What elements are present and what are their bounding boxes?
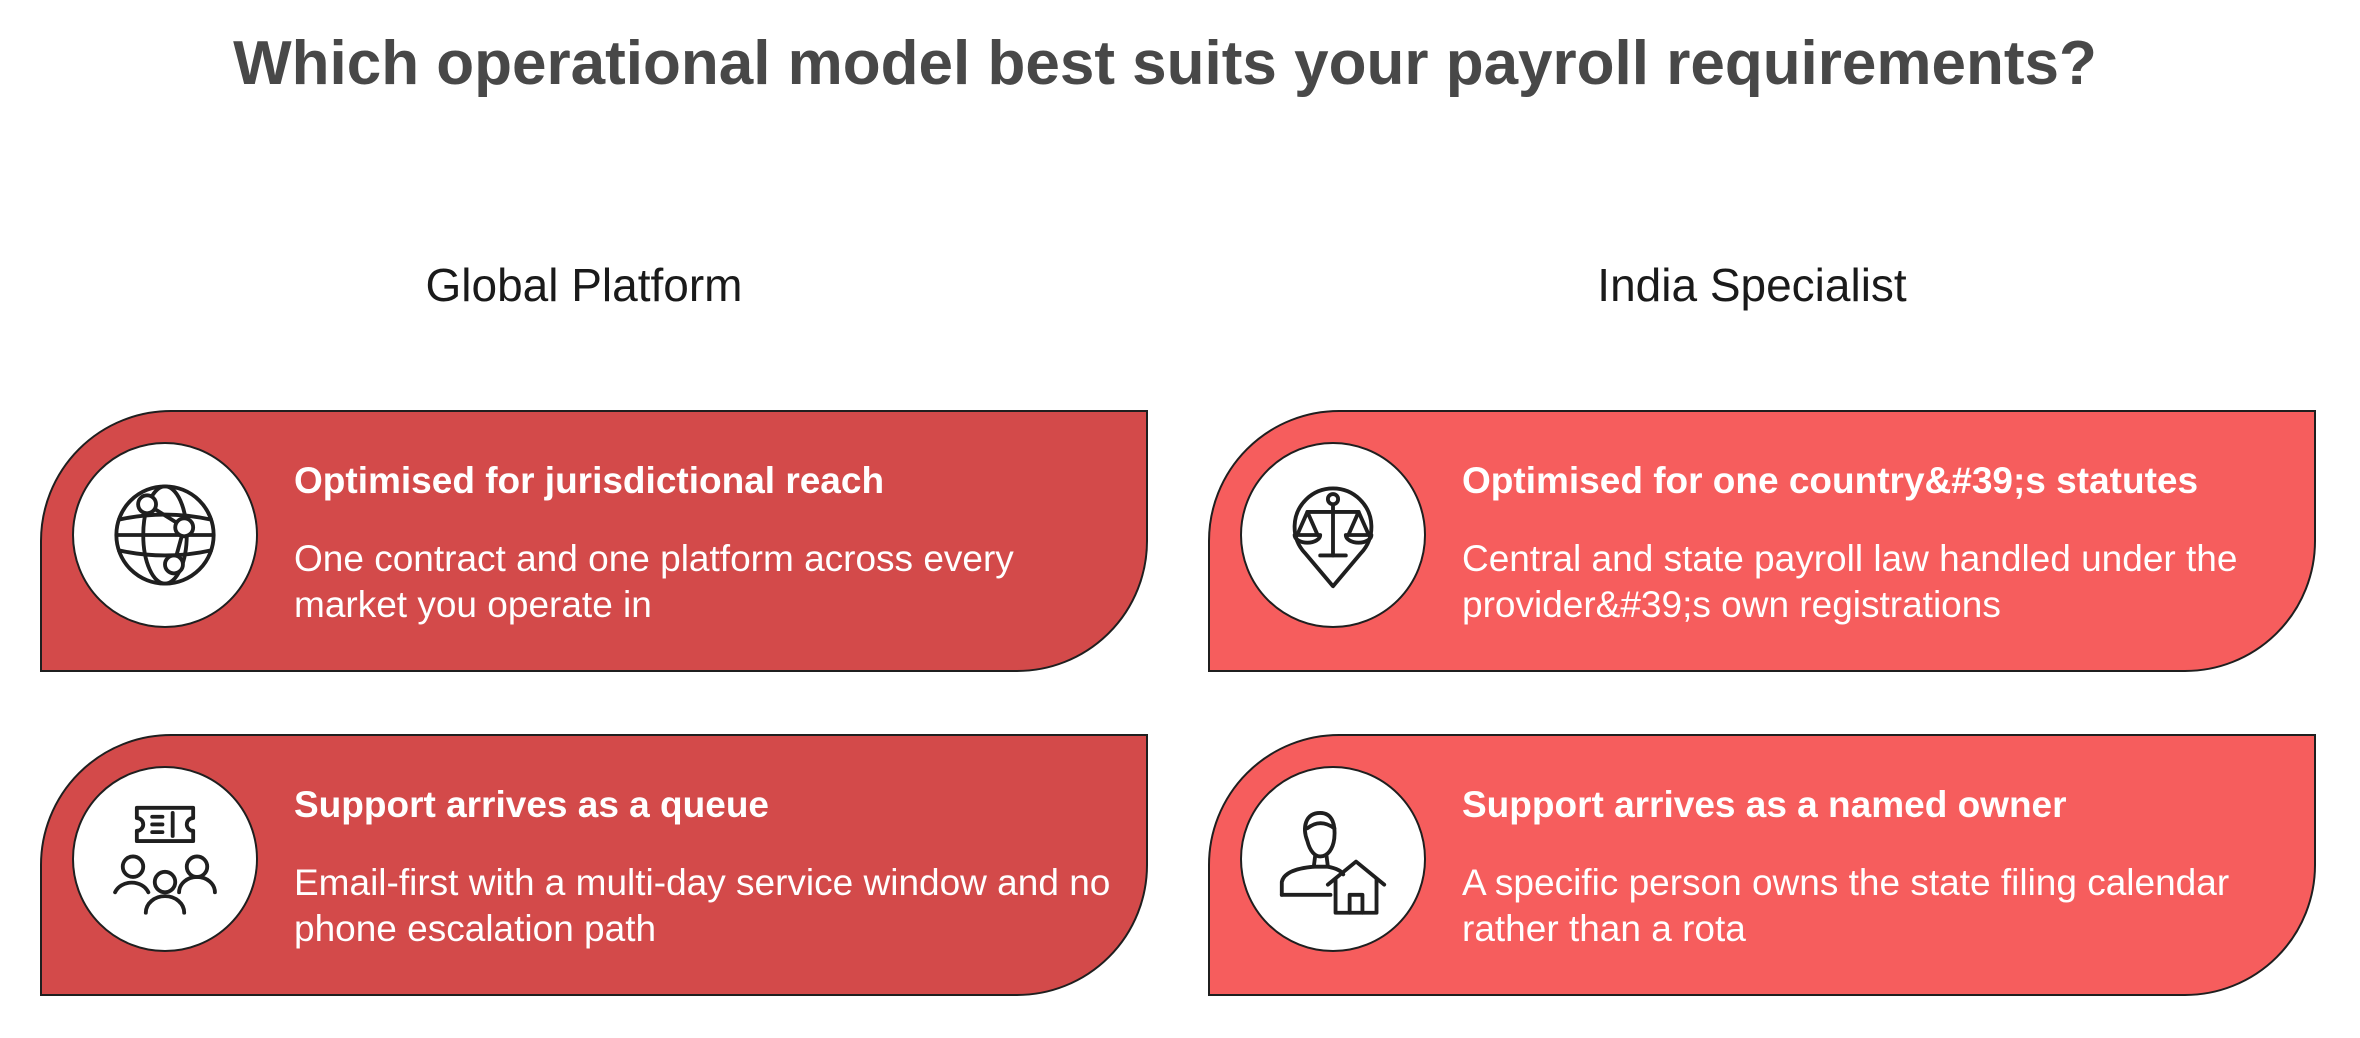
column-heading-india: India Specialist <box>1597 259 1907 311</box>
global-card-support: Support arrives as a queue Email-first w… <box>40 734 1148 996</box>
india-card-statutes: Optimised for one country&#39;s statutes… <box>1208 410 2316 672</box>
page-title: Which operational model best suits your … <box>233 29 2097 98</box>
card-body: A specific person owns the state filing … <box>1462 862 2230 949</box>
support-ticket-group-icon <box>72 766 258 952</box>
card-title: Optimised for one country&#39;s statutes <box>1462 460 2199 501</box>
global-card-reach: Optimised for jurisdictional reach One c… <box>40 410 1148 672</box>
card-title: Optimised for jurisdictional reach <box>294 460 885 501</box>
card-title: Support arrives as a queue <box>294 784 770 825</box>
card-body: Email-first with a multi-day service win… <box>294 862 1111 949</box>
globe-network-icon <box>72 442 258 628</box>
card-body: One contract and one platform across eve… <box>294 538 1014 625</box>
card-title: Support arrives as a named owner <box>1462 784 2067 825</box>
india-card-owner: Support arrives as a named owner A speci… <box>1208 734 2316 996</box>
scales-location-pin-icon <box>1240 442 1426 628</box>
card-body: Central and state payroll law handled un… <box>1462 538 2238 625</box>
person-house-icon <box>1240 766 1426 952</box>
column-heading-global: Global Platform <box>425 259 743 311</box>
